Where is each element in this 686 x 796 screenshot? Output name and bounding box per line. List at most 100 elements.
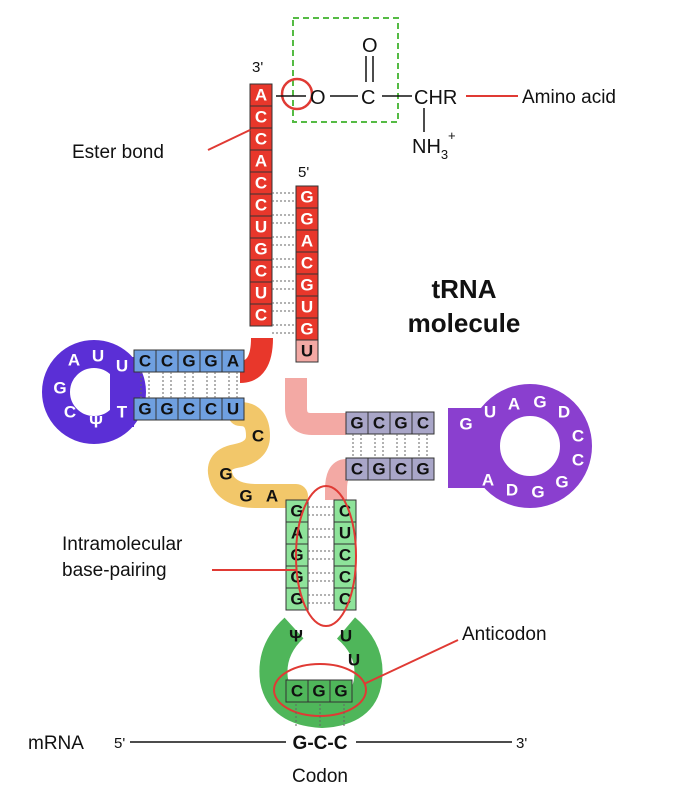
end-5prime-label: 5' [298,164,309,181]
t-stem-top-base-0: G [345,411,369,435]
d-loop-neck [110,357,134,427]
d-loop-base-2: U [116,357,128,376]
acceptor-5prime-base-7-cell [295,339,319,363]
d-stem-top-base-0-letter: C [139,352,151,371]
variable-region-backbone [207,402,308,508]
acceptor-5prime-base-0: G [295,185,319,209]
t-loop-base-9: D [506,481,518,500]
d-stem-top-base-4-letter: A [227,352,239,371]
title-line-2: molecule [408,308,521,338]
carbonyl-carbon: C [361,87,375,109]
t-loop-base-0: G [459,415,472,434]
acceptor-3prime-base-7: G [249,237,273,261]
anticodon-base-0: C [285,679,309,703]
t-loop-base-6: C [572,451,584,470]
t-loop-neck [448,408,498,488]
acceptor-3prime-base-5-letter: C [255,196,267,215]
mrna-5prime: 5' [114,735,125,752]
acceptor-5prime-base-2-letter: A [301,232,313,251]
t-loop-base-1: U [484,403,496,422]
d-stem-bottom-base-0: G [133,397,157,421]
end-3prime-label: 3' [252,59,263,76]
base-pair-lines [140,192,428,604]
intramolecular-label-1: Intramolecular [62,534,183,555]
acceptor-3prime-base-2-letter: C [255,130,267,149]
amino-acid-dashed-box [292,17,399,123]
acceptor-5prime-base-1: G [295,207,319,231]
acceptor-3prime-base-10-cell [249,303,273,327]
t-loop-base-3: G [533,393,546,412]
anticodon-stem-right-base-3: C [333,565,357,589]
anticodon-loop-base-0: Ψ [289,627,303,646]
ester-bond-pointer [207,129,251,151]
anticodon-stem-right-base-2: C [333,543,357,567]
acceptor-5prime-base-3-letter: C [301,254,313,273]
carbonyl-oxygen: O [362,35,378,57]
d-stem-bottom-base-0-letter: G [138,400,151,419]
acceptor-5prime-base-2: A [295,229,319,253]
acceptor-5prime-base-1-letter: G [300,210,313,229]
anticodon-stem-left-base-0: G [285,499,309,523]
d-stem-top-base-1-letter: C [161,352,173,371]
intramolecular-label-2: base-pairing [62,560,167,581]
t-stem-top-base-3: C [411,411,435,435]
acceptor-5prime-base-5: U [295,295,319,319]
anticodon-base-2-letter: G [334,682,347,701]
acceptor-3prime-base-9: U [249,281,273,305]
acceptor-3prime-base-8-letter: C [255,262,267,281]
t-loop-base-5: C [572,427,584,446]
d-stem-bottom-base-3-letter: C [205,400,217,419]
acceptor-5prime-base-4-letter: G [300,276,313,295]
anticodon-base-1: G [307,679,331,703]
d-loop-base-4: C [64,403,76,422]
acceptor-5prime-base-7: U [295,339,319,363]
t-loop-base-10: A [482,471,494,490]
acceptor-3prime-base-1-letter: C [255,108,267,127]
t-stem-bottom-base-2: C [389,457,413,481]
acceptor-3prime-base-3-letter: A [255,152,267,171]
codon-sequence: G-C-C [293,733,348,754]
acceptor-3prime-base-6: U [249,215,273,239]
t-stem-top-base-0-letter: G [350,414,363,433]
t-stem-top-base-3-cell [411,411,435,435]
anticodon-stem-left-base-4-cell [285,587,309,611]
t-stem-top-base-1-letter: C [373,414,385,433]
d-stem-top-base-1: C [155,349,179,373]
anticodon-base-1-letter: G [312,682,325,701]
acceptor-3prime-base-9-letter: U [255,284,267,303]
anticodon-stem-right-base-2-letter: C [339,546,351,565]
codon-label: Codon [292,766,348,787]
acceptor-5prime-base-4: G [295,273,319,297]
anticodon-loop-base-1: U [340,627,352,646]
acceptor-3prime-base-3: A [249,149,273,173]
anticodon-base-2: G [329,679,353,703]
t-stem-bottom-base-3-cell [411,457,435,481]
ester-bond-highlight [280,77,314,111]
t-stem-top-base-2-letter: G [394,414,407,433]
d-stem-bottom-base-2-letter: C [183,400,195,419]
d-stem-bottom-base-1: G [155,397,179,421]
anticodon-stem-right-base-1-letter: U [339,524,351,543]
acceptor-5prime-base-3: C [295,251,319,275]
intramolecular-highlight [295,485,357,627]
t-loop-base-8: G [531,483,544,502]
anticodon-pointer [363,639,459,685]
d-stem-top-base-2: G [177,349,201,373]
acceptor-3prime-base-0-letter: A [255,86,267,105]
acceptor-3prime-base-6-letter: U [255,218,267,237]
d-stem-bottom-base-2: C [177,397,201,421]
acceptor-5prime-base-7-letter: U [301,342,313,361]
acceptor-3prime-base-2: C [249,127,273,151]
d-stem-bottom-base-4-letter: U [227,400,239,419]
anticodon-base-0-letter: C [291,682,303,701]
variable-base-3: A [266,487,278,506]
chr-group: CHR [414,87,457,109]
t-loop-base-7: G [555,473,568,492]
acceptor-3prime-base-7-letter: G [254,240,267,259]
d-stem-top-base-3: G [199,349,223,373]
acceptor-3prime-base-4-letter: C [255,174,267,193]
